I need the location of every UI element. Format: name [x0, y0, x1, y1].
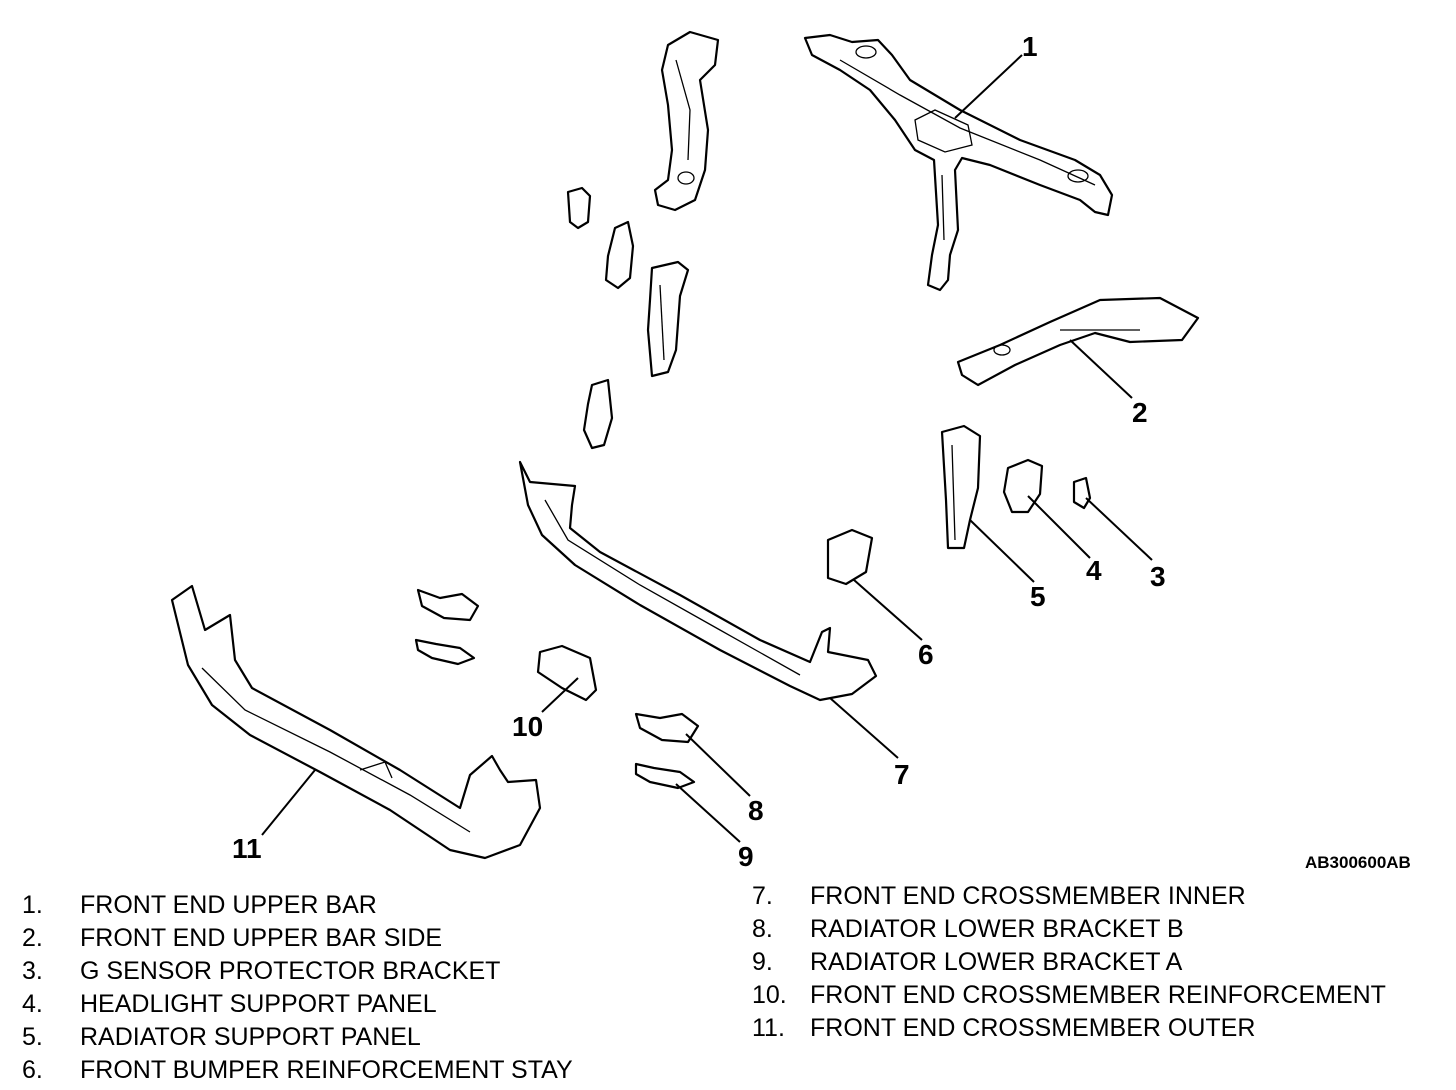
- part-small-bracket-b: [604, 220, 635, 290]
- legend-number: 6.: [22, 1056, 43, 1084]
- part-g-sensor-protector-bracket: [1072, 476, 1092, 510]
- legend-label: RADIATOR LOWER BRACKET A: [810, 948, 1183, 976]
- legend-label: FRONT END CROSSMEMBER OUTER: [810, 1014, 1256, 1042]
- legend-item: 7. FRONT END CROSSMEMBER INNER: [752, 880, 1386, 913]
- leader-11: [261, 769, 316, 836]
- leader-9: [675, 783, 741, 843]
- legend-item: 10. FRONT END CROSSMEMBER REINFORCEMENT: [752, 979, 1386, 1012]
- callout-4: 4: [1086, 555, 1102, 586]
- callout-2: 2: [1132, 397, 1148, 428]
- legend-item: 8. RADIATOR LOWER BRACKET B: [752, 913, 1386, 946]
- legend-item: 1. FRONT END UPPER BAR: [22, 889, 573, 922]
- part-small-bracket-a: [566, 186, 592, 230]
- legend-item: 3. G SENSOR PROTECTOR BRACKET: [22, 955, 573, 988]
- legend-number: 5.: [22, 1023, 43, 1051]
- legend-label: FRONT BUMPER REINFORCEMENT STAY: [80, 1056, 573, 1084]
- legend-label: RADIATOR SUPPORT PANEL: [80, 1023, 421, 1051]
- leader-2: [1069, 339, 1133, 399]
- callout-3: 3: [1150, 561, 1166, 592]
- callout-11: 11: [232, 833, 262, 864]
- legend-label: G SENSOR PROTECTOR BRACKET: [80, 957, 501, 985]
- callout-5: 5: [1030, 581, 1046, 612]
- part-tall-bracket: [646, 260, 690, 378]
- part-small-bracket-c: [582, 378, 614, 450]
- legend-item: 4. HEADLIGHT SUPPORT PANEL: [22, 988, 573, 1021]
- leader-1: [954, 54, 1023, 119]
- leader-8: [685, 733, 751, 797]
- legend-item: 5. RADIATOR SUPPORT PANEL: [22, 1021, 573, 1054]
- legend-label: FRONT END UPPER BAR SIDE: [80, 924, 443, 952]
- legend-item: 11. FRONT END CROSSMEMBER OUTER: [752, 1012, 1386, 1045]
- legend-number: 1.: [22, 891, 43, 919]
- part-front-bumper-reinforcement-stay: [826, 528, 874, 586]
- part-front-end-crossmember-inner: [518, 460, 878, 702]
- part-front-end-crossmember-outer: [170, 584, 542, 860]
- legend-right: 7. FRONT END CROSSMEMBER INNER 8. RADIATOR…: [752, 880, 1386, 1045]
- legend-left: 1. FRONT END UPPER BAR 2. FRONT END UPPER …: [22, 889, 573, 1087]
- legend-number: 3.: [22, 957, 43, 985]
- legend-number: 10.: [752, 981, 787, 1009]
- legend-label: FRONT END CROSSMEMBER INNER: [810, 882, 1246, 910]
- legend-item: 6. FRONT BUMPER REINFORCEMENT STAY: [22, 1054, 573, 1087]
- legend-label: FRONT END CROSSMEMBER REINFORCEMENT: [810, 981, 1386, 1009]
- part-radiator-lower-bracket-upper-pair: [414, 588, 480, 666]
- figure-id: AB300600AB: [1305, 853, 1411, 872]
- part-front-end-upper-bar-side: [956, 296, 1200, 387]
- leader-4: [1027, 495, 1091, 559]
- part-front-end-crossmember-reinforcement: [536, 644, 598, 702]
- callout-1: 1: [1022, 31, 1038, 62]
- legend-number: 7.: [752, 882, 773, 910]
- callout-7: 7: [894, 759, 910, 790]
- leader-6: [853, 579, 923, 641]
- legend-item: 2. FRONT END UPPER BAR SIDE: [22, 922, 573, 955]
- legend-label: FRONT END UPPER BAR: [80, 891, 377, 919]
- legend-label: HEADLIGHT SUPPORT PANEL: [80, 990, 437, 1018]
- callout-8: 8: [748, 795, 764, 826]
- leader-3: [1085, 497, 1153, 561]
- leader-10: [541, 677, 579, 713]
- leader-5: [969, 519, 1035, 583]
- legend-number: 9.: [752, 948, 773, 976]
- legend-number: 4.: [22, 990, 43, 1018]
- part-radiator-lower-bracket-b: [634, 712, 700, 744]
- callout-6: 6: [918, 639, 934, 670]
- part-left-upper-bracket: [653, 30, 720, 212]
- callout-10: 10: [512, 711, 543, 742]
- legend-item: 9. RADIATOR LOWER BRACKET A: [752, 946, 1386, 979]
- callout-9: 9: [738, 841, 754, 872]
- part-radiator-lower-bracket-a: [634, 762, 696, 790]
- legend-label: RADIATOR LOWER BRACKET B: [810, 915, 1184, 943]
- part-front-end-upper-bar: [803, 33, 1114, 292]
- legend-number: 11.: [752, 1014, 785, 1042]
- part-radiator-support-panel: [940, 424, 982, 550]
- leader-7: [829, 697, 899, 759]
- exploded-parts-diagram: 1 2 3 4 5 6 7 8 9 10 11 AB300600AB: [170, 30, 1411, 872]
- legend-number: 2.: [22, 924, 43, 952]
- legend-number: 8.: [752, 915, 773, 943]
